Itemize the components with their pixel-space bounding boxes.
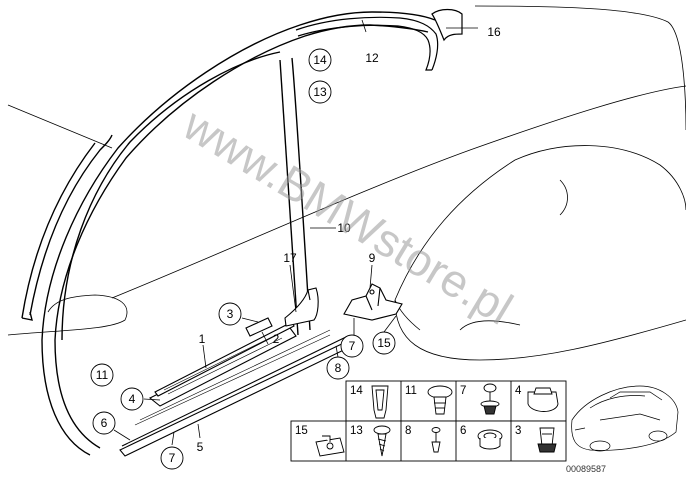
callout-circle xyxy=(90,363,114,387)
callout-label: 1 xyxy=(199,332,206,346)
callout-15: 15 xyxy=(372,331,396,355)
callout-label: 15 xyxy=(377,336,391,350)
callout-label: 10 xyxy=(337,221,351,235)
part-number: 7 xyxy=(460,385,466,397)
callout-circle xyxy=(340,334,364,358)
car-body-outline xyxy=(7,5,686,361)
callout-7-upper: 7 xyxy=(340,334,364,358)
trim-end-cap xyxy=(431,8,463,42)
callout-6: 6 xyxy=(92,411,116,435)
callout-label: 8 xyxy=(335,361,342,375)
callout-circle xyxy=(218,302,242,326)
callout-11: 11 xyxy=(90,363,114,387)
callout-label: 9 xyxy=(369,251,376,265)
part-number: 15 xyxy=(295,425,308,437)
parts-grid: 14 11 7 4 xyxy=(290,380,567,462)
pillar-trim xyxy=(284,287,319,327)
callout-circle xyxy=(372,331,396,355)
part-number: 8 xyxy=(405,425,411,437)
callout-12: 12 xyxy=(365,51,379,65)
callout-label: 2 xyxy=(273,332,280,346)
callout-label: 14 xyxy=(313,53,327,67)
expanding-rivet-icon xyxy=(480,383,500,415)
part-cell-13: 13 xyxy=(350,425,391,457)
callout-label: 3 xyxy=(227,307,234,321)
u-clip-icon xyxy=(527,387,559,412)
callout-label: 7 xyxy=(169,451,176,465)
callout-13: 13 xyxy=(308,80,332,104)
door-frame-seal xyxy=(21,11,436,456)
leader-lines xyxy=(113,19,478,446)
callout-label: 12 xyxy=(365,51,379,65)
callout-14: 14 xyxy=(308,48,332,72)
callout-label: 11 xyxy=(96,368,109,382)
roof-molding xyxy=(295,8,463,71)
callout-3: 3 xyxy=(218,302,242,326)
callout-label: 13 xyxy=(313,85,327,99)
part-cell-7: 7 xyxy=(460,383,500,415)
callout-17: 17 xyxy=(283,251,297,265)
part-number: 4 xyxy=(515,385,522,397)
callout-8: 8 xyxy=(326,356,350,380)
screw-icon xyxy=(373,425,391,457)
callout-1: 1 xyxy=(199,332,206,346)
bracket-nut-icon xyxy=(315,435,345,457)
callout-5: 5 xyxy=(197,440,204,454)
car-thumbnail xyxy=(571,385,679,452)
part-number: 6 xyxy=(460,425,466,437)
part-cell-15: 15 xyxy=(295,425,345,457)
callout-circle xyxy=(160,446,184,470)
callout-circle xyxy=(308,48,332,72)
reference-number: 00089587 xyxy=(566,464,606,474)
part-number: 14 xyxy=(350,385,363,397)
part-number: 11 xyxy=(405,385,417,397)
part-number: 3 xyxy=(515,425,521,437)
part-cell-3: 3 xyxy=(515,425,557,453)
part-number: 13 xyxy=(350,425,363,437)
callout-2: 2 xyxy=(273,332,280,346)
callout-16: 16 xyxy=(487,25,501,39)
callout-7-lower: 7 xyxy=(160,446,184,470)
clip-tall-icon xyxy=(371,385,389,419)
part-cell-14: 14 xyxy=(350,385,389,419)
callout-circle xyxy=(308,80,332,104)
pin-icon xyxy=(431,427,441,453)
part-cell-6: 6 xyxy=(460,425,503,450)
part-cell-8: 8 xyxy=(405,425,441,453)
watermark: www.BMWstore.pl xyxy=(174,97,522,334)
callout-label: 4 xyxy=(129,392,136,406)
callout-4: 4 xyxy=(120,387,144,411)
callout-label: 6 xyxy=(101,416,108,430)
callout-circle xyxy=(92,411,116,435)
callout-circle xyxy=(120,387,144,411)
callout-9: 9 xyxy=(369,251,376,265)
part-cell-11: 11 xyxy=(405,385,453,415)
clip-nut-icon xyxy=(537,427,557,453)
callout-label: 17 xyxy=(283,251,297,265)
grommet-icon xyxy=(477,429,503,450)
pushpin-rivet-icon xyxy=(427,385,453,415)
callout-10: 10 xyxy=(337,221,351,235)
callout-circle xyxy=(326,356,350,380)
jack-bracket xyxy=(343,283,403,321)
part-cell-4: 4 xyxy=(515,385,559,412)
callout-label: 5 xyxy=(197,440,204,454)
callout-label: 16 xyxy=(487,25,501,39)
callout-label: 7 xyxy=(349,339,356,353)
